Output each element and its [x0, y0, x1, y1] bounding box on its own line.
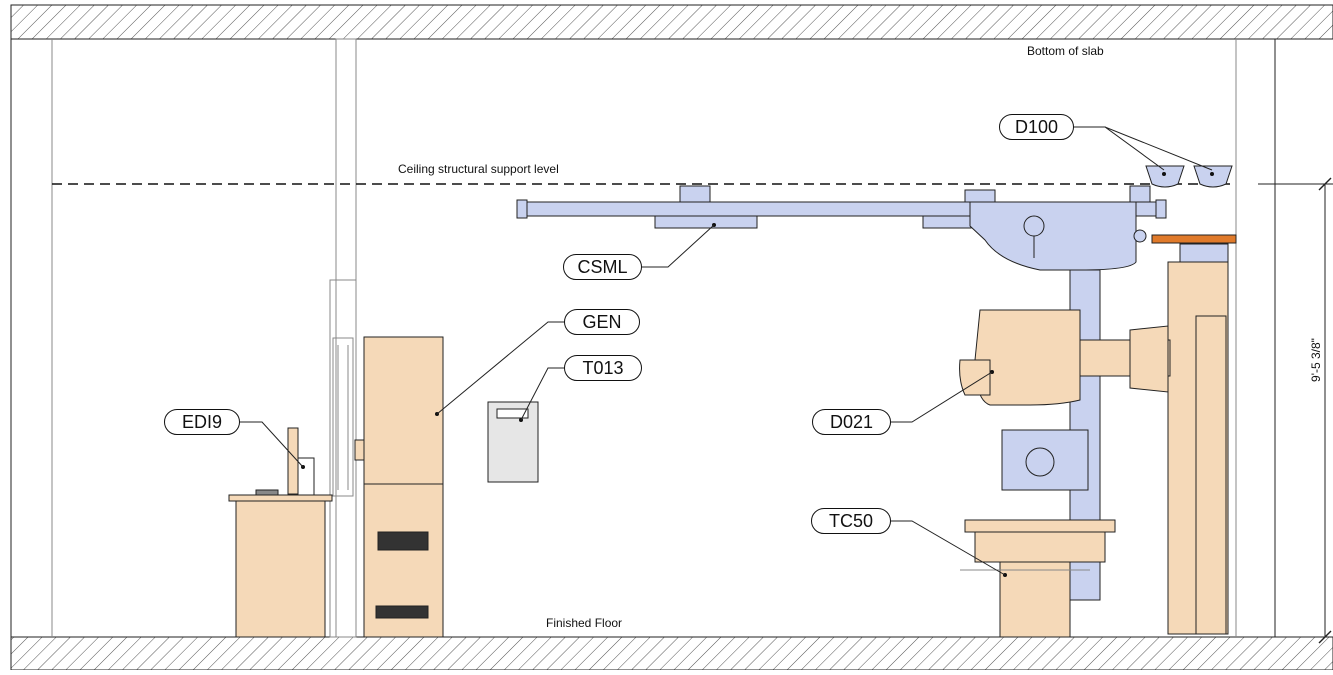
keyboard: [255, 489, 279, 496]
tag-edi9: EDI9: [164, 409, 240, 435]
ceiling-support-note: Ceiling structural support level: [398, 162, 559, 176]
generator-vent-upper: [377, 531, 429, 551]
table-column: [999, 561, 1071, 638]
ceiling-slab: [10, 4, 1333, 40]
leader-d100: [1074, 126, 1213, 171]
monitor-screen: [287, 427, 299, 495]
wall-bracket: [1151, 234, 1237, 244]
leader-t013: [520, 367, 564, 421]
tube-arm-joint: [1129, 325, 1169, 393]
rail-carriage-left: [654, 215, 758, 229]
leader-d021: [891, 371, 993, 423]
tag-csml: CSML: [563, 254, 642, 280]
slab-note: Bottom of slab: [1027, 44, 1104, 58]
suspension-carriage: [969, 201, 1137, 271]
tag-d021: D021: [812, 409, 891, 435]
tag-t013: T013: [564, 355, 642, 381]
leader-csml: [642, 224, 715, 268]
rail-end-right: [1155, 199, 1167, 219]
desk-body: [235, 500, 326, 638]
carriage-pulley: [1023, 215, 1045, 237]
rail-end-left: [516, 199, 528, 219]
ceiling-light-1: [1145, 165, 1185, 188]
dimension-tick-top: [1318, 177, 1332, 191]
rail-hanger-3: [1129, 185, 1151, 203]
rail-hanger-2: [964, 189, 996, 203]
rail-carriage-right: [922, 215, 972, 229]
tube-handle: [959, 359, 991, 396]
door-handle: [332, 337, 354, 497]
dimension-tick-bottom: [1318, 630, 1332, 644]
table-base: [974, 531, 1106, 563]
leader-gen: [436, 321, 564, 415]
leader-edi9: [240, 421, 304, 468]
leader-tc50: [891, 520, 1006, 576]
tag-d100: D100: [999, 114, 1074, 140]
desk-top: [228, 494, 333, 502]
tag-tc50: TC50: [811, 508, 891, 534]
generator-vent-lower: [375, 605, 429, 619]
ceiling-light-2: [1193, 165, 1233, 188]
floor-slab: [10, 636, 1333, 671]
t013-display: [496, 408, 529, 419]
floor-note: Finished Floor: [546, 616, 623, 630]
generator-handle: [354, 439, 365, 461]
carriage-knob: [1133, 229, 1147, 243]
light-1-point: [1162, 172, 1166, 176]
table-top: [964, 519, 1116, 533]
monitor-stand: [297, 457, 315, 496]
tag-gen: GEN: [564, 309, 640, 335]
light-2-point: [1210, 172, 1214, 176]
rail-hanger-1: [679, 185, 711, 203]
wall-stand-detector: [1195, 315, 1227, 635]
tube-head: [974, 309, 1081, 406]
generator-cabinet-upper: [363, 336, 444, 485]
dimension-height-label: 9'-5 3/8": [1309, 338, 1323, 382]
table-collimator-dial: [1025, 447, 1055, 477]
